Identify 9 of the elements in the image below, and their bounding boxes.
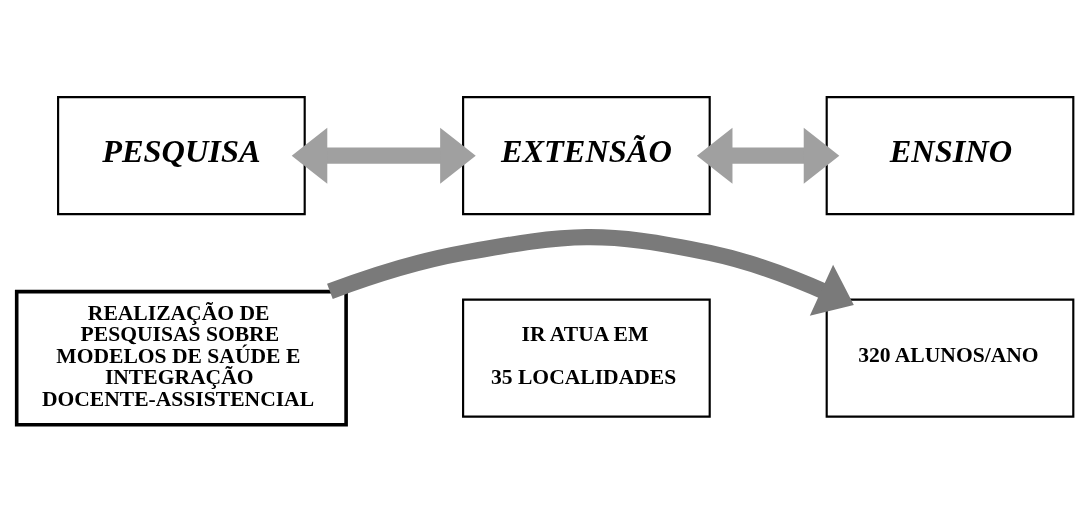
arrow xyxy=(696,127,840,184)
arrow xyxy=(291,127,476,184)
node-box: PESQUISA xyxy=(57,95,306,215)
arrow xyxy=(327,228,854,316)
node-box: ENSINO xyxy=(825,95,1075,215)
node-box: EXTENSÃO xyxy=(462,95,711,215)
node-box: REALIZAÇÃO DE PESQUISAS SOBRE MODELOS DE SAÚDE E INTEGRAÇÃO DOCENTE-ASSISTENCIAL xyxy=(14,289,348,427)
node-box: IR ATUA EM 35 LOCALIDADES xyxy=(462,298,711,418)
node-box: 320 ALUNOS/ANO xyxy=(825,298,1075,418)
